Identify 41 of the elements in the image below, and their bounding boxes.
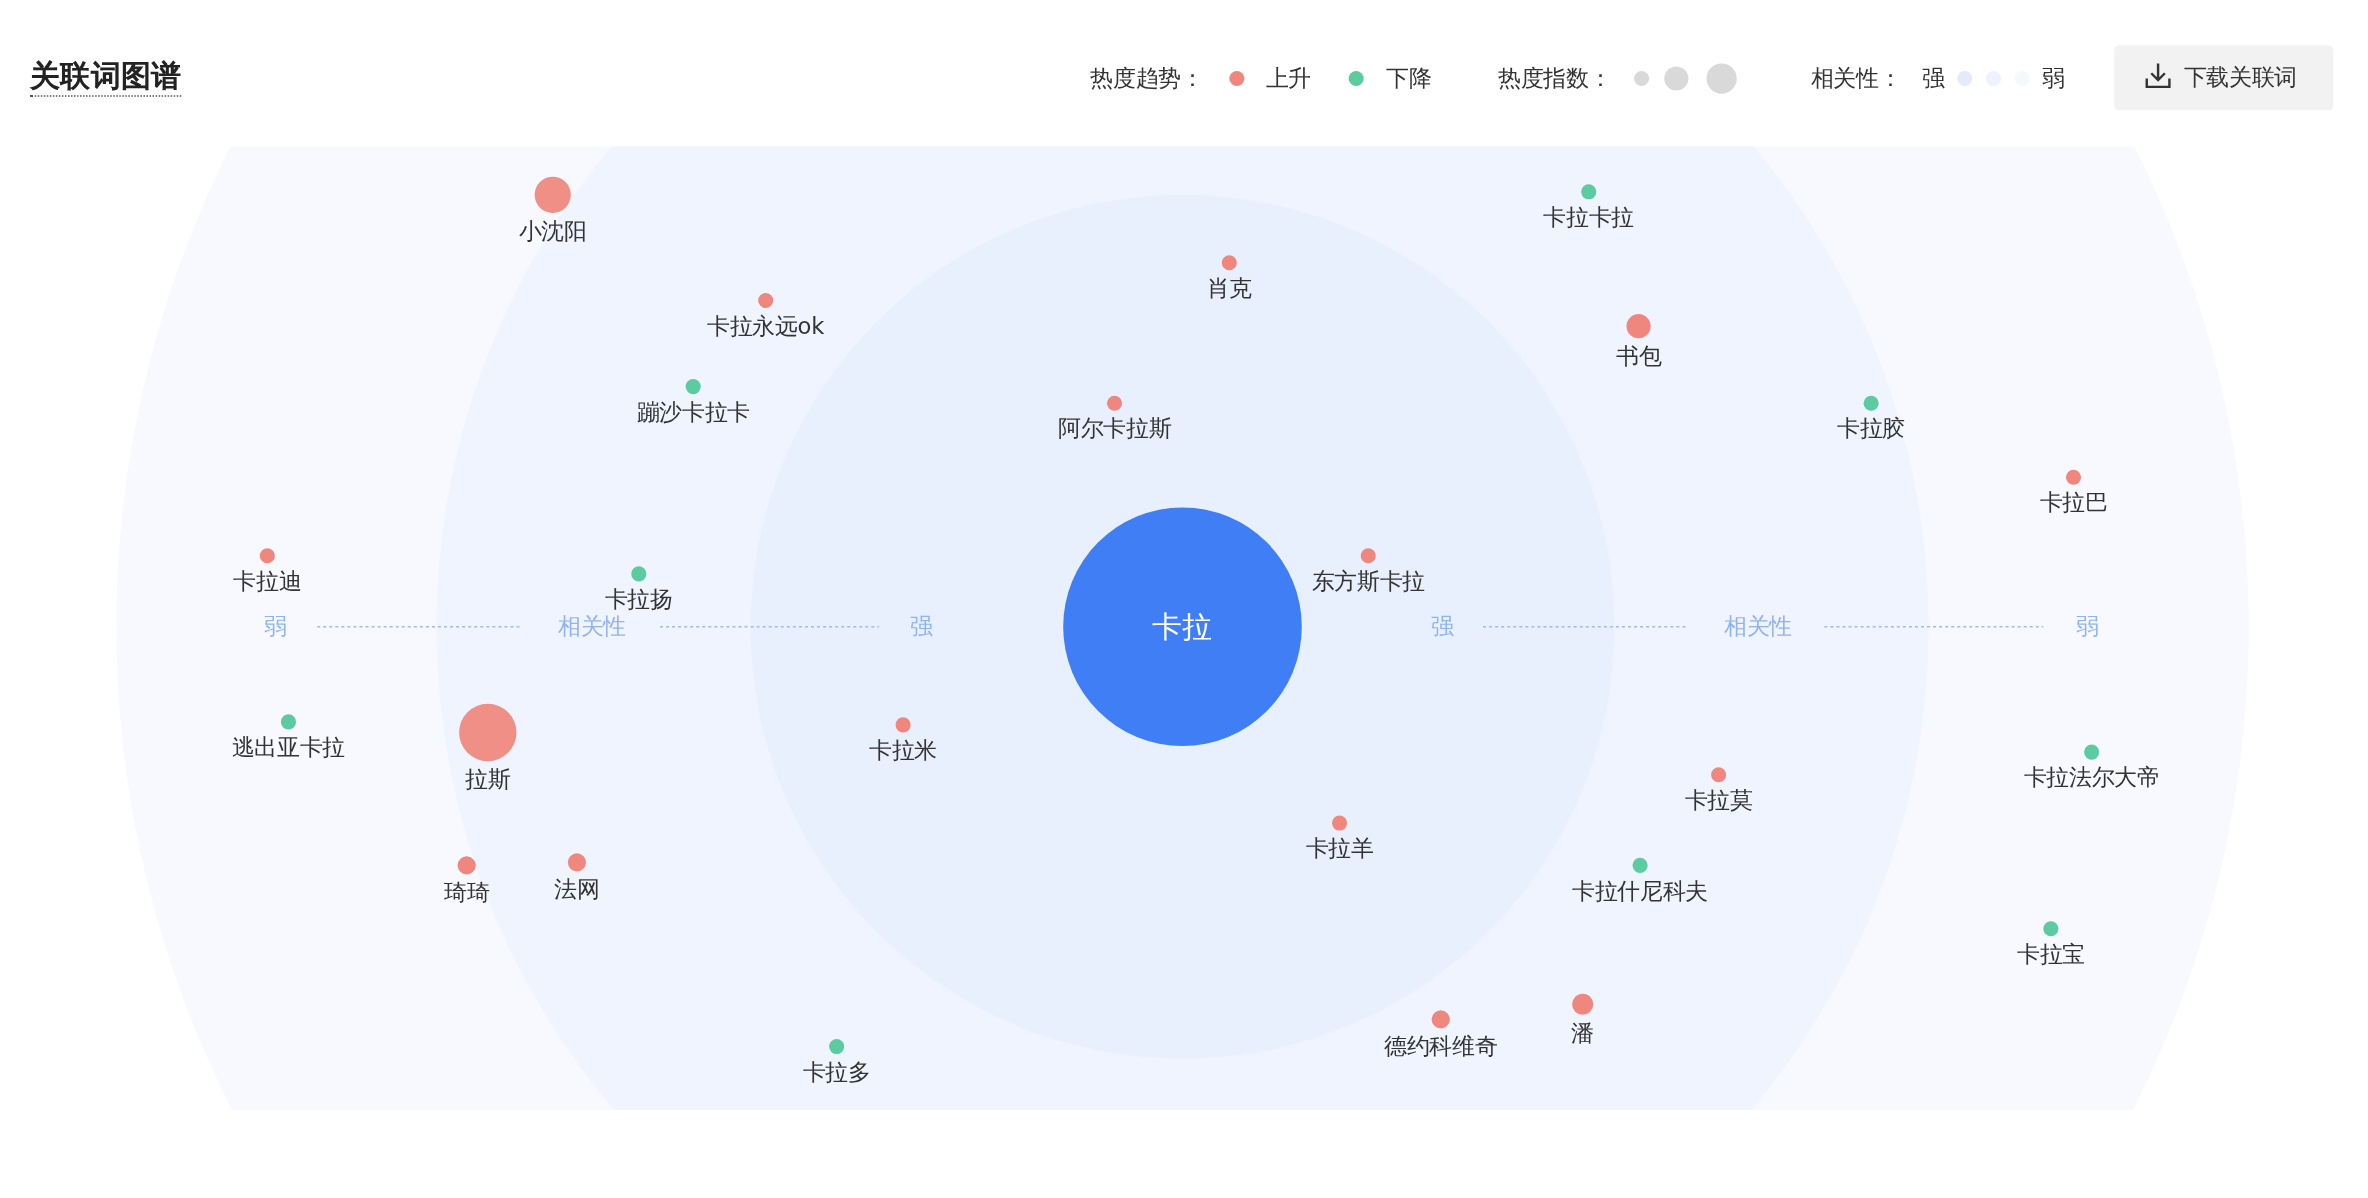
keyword-label: 卡拉扬	[604, 585, 673, 614]
keyword-label: 逃出亚卡拉	[231, 733, 346, 762]
keyword-label: 德约科维奇	[1384, 1033, 1498, 1061]
keyword-label: 琦琦	[444, 878, 490, 907]
key-heading: 相关性：	[1810, 64, 1902, 93]
legend-label: 上升	[1265, 64, 1311, 93]
keyword-label: 卡拉莫	[1684, 786, 1753, 814]
keyword-label: 书包	[1615, 342, 1662, 370]
axis-label: 强	[909, 613, 933, 641]
keyword-label: 潘	[1571, 1019, 1594, 1047]
scale-end-label: 弱	[2041, 64, 2065, 93]
button-label: 下载关联词	[2183, 63, 2297, 91]
keyword-label: 卡拉	[1152, 610, 1213, 644]
axis-label: 弱	[2075, 613, 2099, 641]
legend-label: 下降	[1386, 64, 1432, 93]
axis-label: 弱	[263, 613, 287, 641]
axis-label: 相关性	[1723, 613, 1792, 641]
axis-label: 相关性	[558, 613, 626, 641]
keyword-label: 蹦沙卡拉卡	[636, 398, 750, 426]
keyword-label: 卡拉巴	[2039, 489, 2108, 517]
keyword-label: 卡拉羊	[1305, 835, 1374, 863]
keyword-label: 肖克	[1206, 274, 1252, 303]
keyword-label: 卡拉多	[802, 1058, 871, 1086]
keyword-label: 法网	[554, 875, 600, 904]
keyword-label: 卡拉什尼科夫	[1572, 877, 1709, 905]
key-heading: 热度趋势：	[1090, 64, 1204, 93]
scale-end-label: 强	[1922, 64, 1946, 93]
keyword-label: 卡拉迪	[233, 567, 302, 595]
keyword-label: 阿尔卡拉斯	[1057, 415, 1172, 443]
keyword-label: 小沈阳	[518, 217, 587, 245]
keyword-label: 拉斯	[465, 765, 511, 793]
keyword-label: 卡拉米	[869, 737, 938, 765]
keyword-label: 卡拉胶	[1837, 415, 1906, 443]
axis-label: 强	[1430, 613, 1454, 641]
title: 关联词图谱	[30, 57, 182, 97]
keyword-label: 卡拉宝	[2016, 940, 2085, 969]
keyword-label: 东方斯卡拉	[1311, 567, 1425, 595]
keyword-label: 卡拉卡拉	[1543, 203, 1635, 232]
keyword-label: 卡拉法尔大帝	[2023, 764, 2160, 792]
key-heading: 热度指数：	[1498, 64, 1612, 93]
keyword-label: 卡拉永远ok	[706, 312, 825, 340]
